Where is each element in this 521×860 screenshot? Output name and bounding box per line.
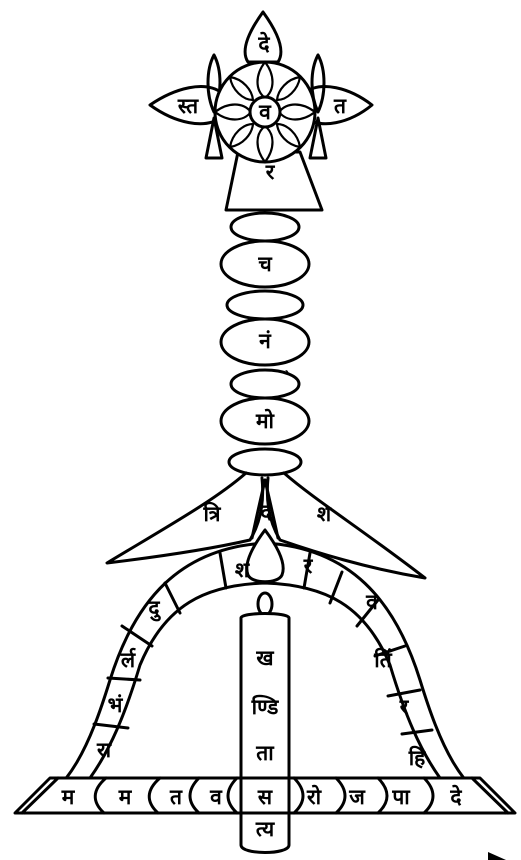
arch-right-dividers (304, 553, 432, 734)
lotus-top-syllable: दे (257, 31, 270, 56)
arch-inner-syllable-right: र (303, 554, 314, 578)
base-syllable-2: म (118, 785, 133, 809)
stem-oval-blank-4 (229, 449, 301, 475)
base-syllable-4: व (209, 785, 223, 809)
canopy-left-wing (107, 473, 263, 563)
canopy-syllable-1: त्रि (202, 501, 221, 526)
canopy-right-wing (267, 473, 425, 578)
stem-syllable-1: च (257, 252, 273, 276)
stem-oval-blank-1 (231, 213, 299, 241)
stem-mark: ` (285, 370, 292, 386)
base-syllable-3: त (169, 785, 183, 809)
pillar-knob (258, 593, 272, 615)
pillar-syllable-1: ख (255, 646, 274, 670)
pillar-syllable-3: ता (255, 741, 275, 765)
base-syllable-1: म (61, 785, 76, 809)
base-syllable-9: दे (449, 784, 462, 809)
lotus-bottom-syllable: र (265, 160, 276, 184)
canopy-syllable-2: द (259, 500, 272, 524)
canopy-syllable-3: श (317, 502, 332, 526)
arch-inner-syllable-left: श (235, 558, 250, 582)
arch-right-syllable-2: तिं (373, 647, 392, 672)
pillar-syllable-2: ण्डि (251, 694, 279, 719)
lotus-right-syllable: त (333, 94, 347, 118)
arch-right-syllable-1: व (365, 590, 379, 614)
arch-left-syllable-2: र्ल (120, 647, 136, 672)
top-lotus: दे व स्त त र (150, 12, 372, 210)
pillar-syllable-5: त्य (255, 817, 275, 841)
base-syllable-7: ज (348, 785, 366, 809)
arch-left-syllable-4: रा (96, 738, 113, 762)
arch-left-syllable-3: भं (108, 693, 124, 717)
corner-mark (488, 852, 506, 860)
stem-syllable-2: नं (258, 329, 272, 353)
arch-right-syllable-3: र (399, 695, 410, 719)
arch-left-syllable-1: दु (147, 596, 161, 622)
lotus-center-syllable: व (258, 100, 272, 124)
lotus-left-syllable: स्त (177, 94, 199, 118)
base-syllable-8: पा (391, 785, 411, 809)
stem-syllable-3: मो (255, 408, 276, 433)
base-syllable-5: स (257, 785, 273, 809)
stem: च नं मो ` (221, 213, 309, 475)
base-row: म म त व स रो ज पा दे (15, 778, 515, 813)
arch-right-syllable-4: हि (408, 745, 426, 770)
stem-oval-blank-2 (227, 291, 303, 319)
base-syllable-6: रो (306, 784, 323, 809)
